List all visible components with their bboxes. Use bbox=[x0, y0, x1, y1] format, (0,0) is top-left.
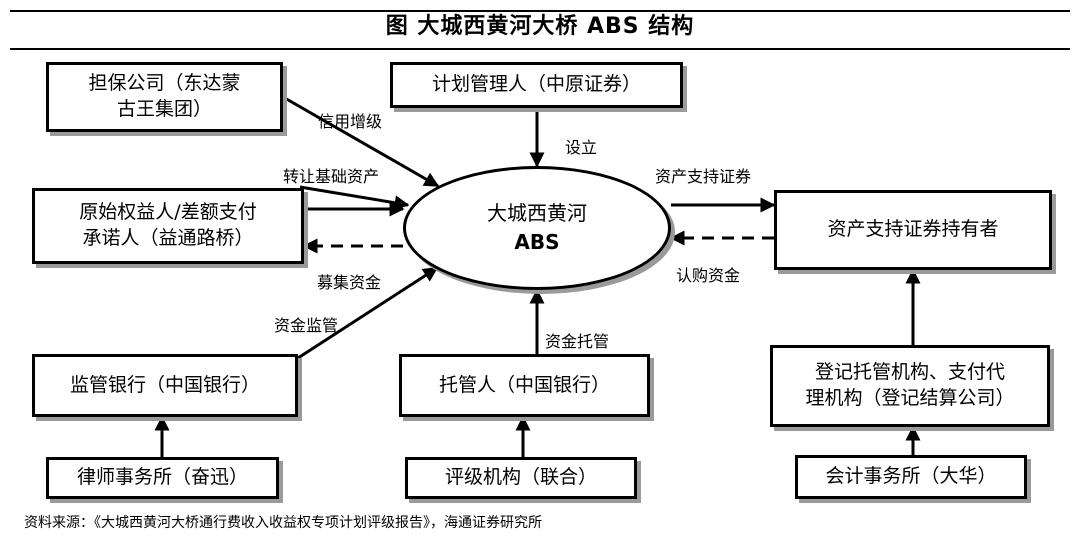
registrar-box: 登记托管机构、支付代 理机构（登记结算公司） bbox=[770, 345, 1050, 427]
rating-agency-box: 评级机构（联合） bbox=[405, 457, 637, 499]
arrow-transfer-assets bbox=[299, 185, 410, 211]
title-bottom-rule bbox=[10, 48, 1070, 50]
label-setup: 设立 bbox=[565, 138, 598, 157]
label-subscribe-funds: 认购资金 bbox=[676, 266, 741, 285]
label-fund-custody: 资金托管 bbox=[545, 332, 610, 351]
abs-center-line1: 大城西黄河 bbox=[487, 201, 587, 225]
supervisor-bank-box: 监管银行（中国银行） bbox=[32, 354, 298, 417]
arrow-fund-supervision bbox=[297, 266, 439, 360]
source-note: 资料来源：《大城西黄河大桥通行费收入收益权专项计划评级报告》，海通证券研究所 bbox=[24, 515, 542, 531]
abs-center-line2: ABS bbox=[514, 230, 560, 254]
label-credit-enhancement: 信用增级 bbox=[318, 112, 383, 131]
abs-center-ellipse: 大城西黄河 ABS bbox=[403, 166, 671, 290]
accounting-firm-box: 会计事务所（大华） bbox=[795, 455, 1027, 499]
law-firm-box: 律师事务所（奋迅） bbox=[46, 457, 279, 499]
label-transfer-assets: 转让基础资产 bbox=[283, 167, 380, 186]
holder-box: 资产支持证券持有者 bbox=[774, 190, 1052, 270]
custodian-box: 托管人（中国银行） bbox=[399, 354, 650, 417]
label-raise-funds: 募集资金 bbox=[317, 273, 382, 292]
title-top-rule bbox=[10, 10, 1070, 12]
originator-box: 原始权益人/差额支付 承诺人（益通路桥） bbox=[32, 188, 304, 264]
label-abs-issue: 资产支持证券 bbox=[655, 167, 752, 186]
arrow-guarantor-to-center bbox=[282, 95, 440, 188]
plan-manager-box: 计划管理人（中原证券） bbox=[390, 62, 683, 108]
label-fund-supervision: 资金监管 bbox=[274, 316, 339, 335]
diagram-title: 图 大城西黄河大桥 ABS 结构 bbox=[385, 14, 695, 39]
guarantor-box: 担保公司（东达蒙 古王集团） bbox=[46, 62, 283, 132]
